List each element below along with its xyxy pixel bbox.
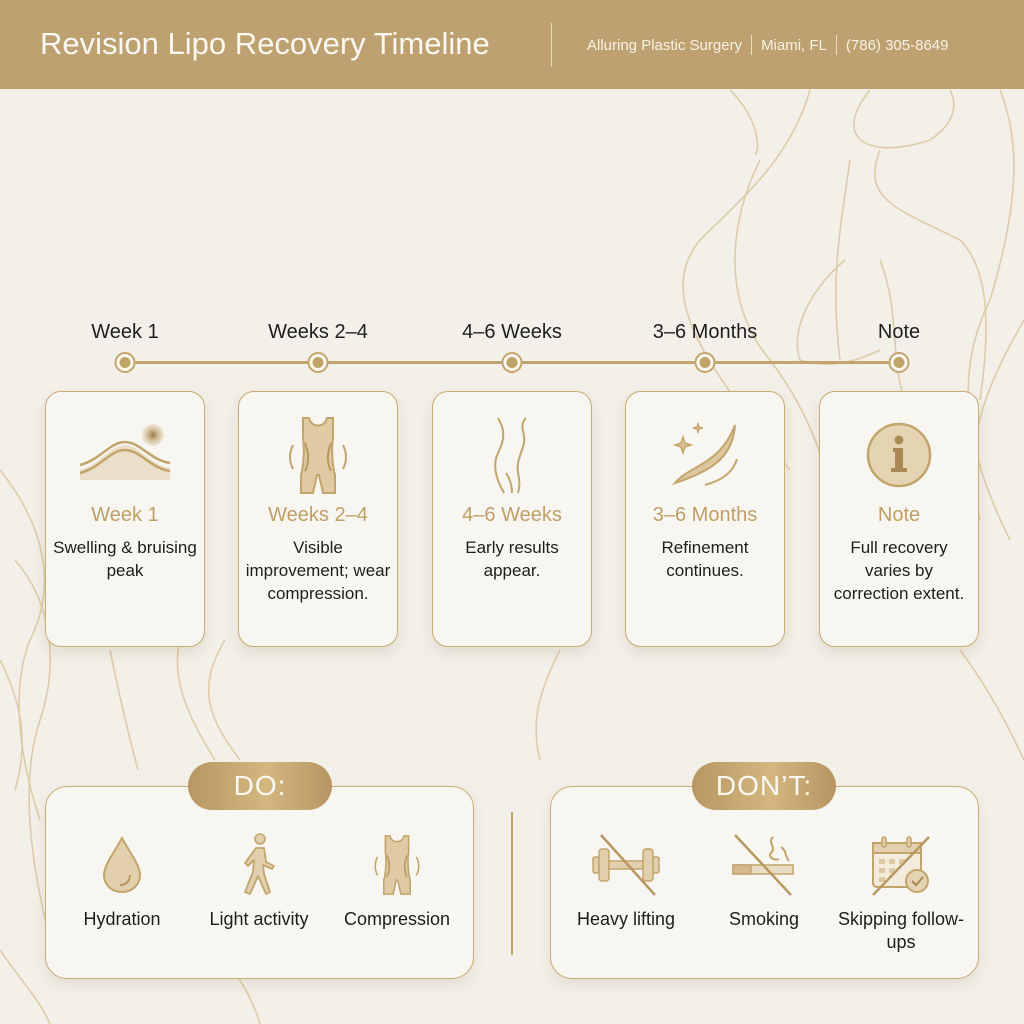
card-description: Early results appear. <box>465 538 559 580</box>
item-label: Smoking <box>728 909 800 929</box>
info-icon <box>820 410 978 500</box>
item-label: Heavy lifting <box>576 909 676 929</box>
section-divider <box>511 812 513 955</box>
timeline-label-3-6months: 3–6 Months <box>652 321 758 343</box>
practice-location: Miami, FL <box>761 36 827 54</box>
walking-person-icon <box>189 830 329 900</box>
item-label: Skipping follow-ups <box>837 909 965 952</box>
info-separator <box>751 35 753 55</box>
page-title: Revision Lipo Recovery Timeline <box>40 26 490 61</box>
no-smoking-icon <box>694 830 834 900</box>
card-title: 3–6 Months <box>652 504 758 526</box>
stage-card-note: Note Full recovery varies by correction … <box>819 391 979 647</box>
card-title: Note <box>877 504 921 526</box>
sparkle-swoosh-icon <box>626 410 784 500</box>
timeline-label-4-6weeks: 4–6 Weeks <box>462 321 562 343</box>
item-label: Hydration <box>83 909 161 929</box>
stage-card-week1: Week 1 Swelling & bruising peak <box>45 391 205 647</box>
compression-garment-icon <box>239 410 397 500</box>
stage-card-3-6months: 3–6 Months Refinement continues. <box>625 391 785 647</box>
item-label: Compression <box>343 909 451 929</box>
card-description: Refinement continues. <box>661 538 749 580</box>
card-description: Visible improvement; wear compression. <box>245 538 391 603</box>
card-description: Full recovery varies by correction exten… <box>833 538 965 603</box>
card-description: Swelling & bruising peak <box>53 538 197 580</box>
timeline-label-note: Note <box>877 321 921 343</box>
stage-card-weeks2-4: Weeks 2–4 Visible improvement; wear comp… <box>238 391 398 647</box>
timeline-label-week1: Week 1 <box>91 321 159 343</box>
item-label: Light activity <box>209 909 309 929</box>
dont-item-smoking: Smoking <box>694 830 834 931</box>
do-item-hydration: Hydration <box>52 830 192 931</box>
timeline-dot <box>114 352 136 373</box>
do-item-compression: Compression <box>327 830 467 931</box>
practice-name: Alluring Plastic Surgery <box>587 36 743 54</box>
no-calendar-icon <box>831 830 971 900</box>
stage-card-4-6weeks: 4–6 Weeks Early results appear. <box>432 391 592 647</box>
timeline-dot <box>501 352 523 373</box>
timeline-dot <box>307 352 329 373</box>
dont-item-skipping-follow-ups: Skipping follow-ups <box>831 830 971 954</box>
timeline-dot <box>694 352 716 373</box>
header-divider <box>551 23 552 67</box>
do-item-light-activity: Light activity <box>189 830 329 931</box>
body-silhouette-icon <box>433 410 591 500</box>
card-title: Weeks 2–4 <box>268 504 368 526</box>
water-drop-icon <box>52 830 192 900</box>
do-badge: DO: <box>188 762 332 810</box>
timeline-dot <box>888 352 910 373</box>
card-title: Week 1 <box>91 504 159 526</box>
header-banner: Revision Lipo Recovery Timeline Alluring… <box>0 0 1024 89</box>
timeline-label-weeks2-4: Weeks 2–4 <box>268 321 368 343</box>
dont-item-heavy-lifting: Heavy lifting <box>556 830 696 931</box>
dont-badge: DON’T: <box>692 762 836 810</box>
swelling-wave-icon <box>46 410 204 500</box>
practice-info: Alluring Plastic Surgery Miami, FL (786)… <box>587 35 948 55</box>
info-separator <box>835 35 837 55</box>
compression-garment-icon <box>327 830 467 900</box>
no-dumbbell-icon <box>556 830 696 900</box>
card-title: 4–6 Weeks <box>462 504 562 526</box>
practice-phone[interactable]: (786) 305-8649 <box>845 36 949 54</box>
